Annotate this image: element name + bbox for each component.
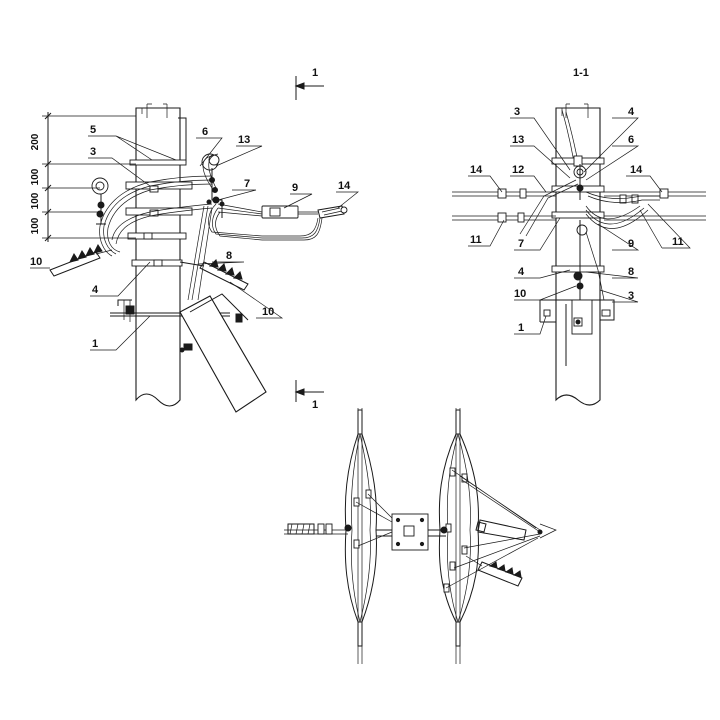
- section-title: 1-1: [573, 67, 589, 79]
- section-hooks: [573, 164, 588, 300]
- dimension-100-a: 100: [30, 168, 41, 185]
- callout-right-14-b: 14: [630, 164, 643, 176]
- plan-view: [284, 408, 557, 664]
- section-mark-bottom: 1: [312, 399, 318, 411]
- callout-left-14: 14: [338, 180, 351, 192]
- spiral-grip-left: [49, 244, 113, 277]
- callout-right-11-b: 11: [672, 236, 684, 248]
- callout-right-3-a: 3: [514, 106, 520, 118]
- callout-right-1: 1: [518, 322, 524, 334]
- callouts-left: 5 3 6 13 7 9 14 10 4 8 10 1: [30, 124, 359, 351]
- callout-left-6: 6: [202, 126, 208, 138]
- callout-right-11-a: 11: [470, 234, 482, 246]
- section-conductors: [452, 179, 706, 301]
- plan-left-bundle: [344, 408, 393, 664]
- callout-left-9: 9: [292, 182, 298, 194]
- section-cut-marks: 1 1: [294, 67, 324, 411]
- lower-bracket: [110, 293, 267, 413]
- callout-left-4: 4: [92, 284, 99, 296]
- callout-left-10-b: 10: [262, 306, 274, 318]
- callout-left-5: 5: [90, 124, 96, 136]
- callout-left-3: 3: [90, 146, 96, 158]
- dimension-100-c: 100: [30, 217, 41, 234]
- down-conductor: [179, 205, 249, 301]
- conductor-bundle-left: [99, 153, 219, 257]
- callout-right-4-b: 4: [518, 266, 525, 278]
- callout-right-10: 10: [514, 288, 526, 300]
- callout-left-7: 7: [244, 178, 250, 190]
- plan-center-plate: [376, 513, 446, 551]
- callout-right-13: 13: [512, 134, 524, 146]
- callout-right-9: 9: [628, 238, 634, 250]
- plan-right-bundle: [438, 408, 557, 664]
- callouts-right: 3 4 13 6 14 12 14 11 7 9 11 4 8 10 3 1: [468, 106, 691, 335]
- callout-left-1: 1: [92, 338, 98, 350]
- callout-right-3-b: 3: [628, 290, 634, 302]
- callout-right-7: 7: [518, 238, 524, 250]
- callout-left-8: 8: [226, 250, 232, 262]
- callout-left-13: 13: [238, 134, 250, 146]
- section-bracket: [539, 299, 615, 366]
- callout-right-8: 8: [628, 266, 634, 278]
- section-mark-top: 1: [312, 67, 318, 79]
- callout-right-12: 12: [512, 164, 524, 176]
- dimension-200: 200: [30, 133, 41, 150]
- dimension-100-b: 100: [30, 192, 41, 209]
- front-view: 200 100 100 100 5 3 6 13 7 9 14 1: [30, 67, 359, 413]
- fittings-left-side: [91, 177, 109, 225]
- callout-left-10-a: 10: [30, 256, 42, 268]
- section-view: 1-1: [452, 67, 706, 406]
- plan-left-tail: [284, 523, 348, 535]
- dimension-chain: 200 100 100 100: [30, 112, 136, 242]
- callout-right-14-a: 14: [470, 164, 483, 176]
- conductor-bundle-right: [208, 203, 348, 241]
- callout-right-6: 6: [628, 134, 634, 146]
- callout-right-4-a: 4: [628, 106, 635, 118]
